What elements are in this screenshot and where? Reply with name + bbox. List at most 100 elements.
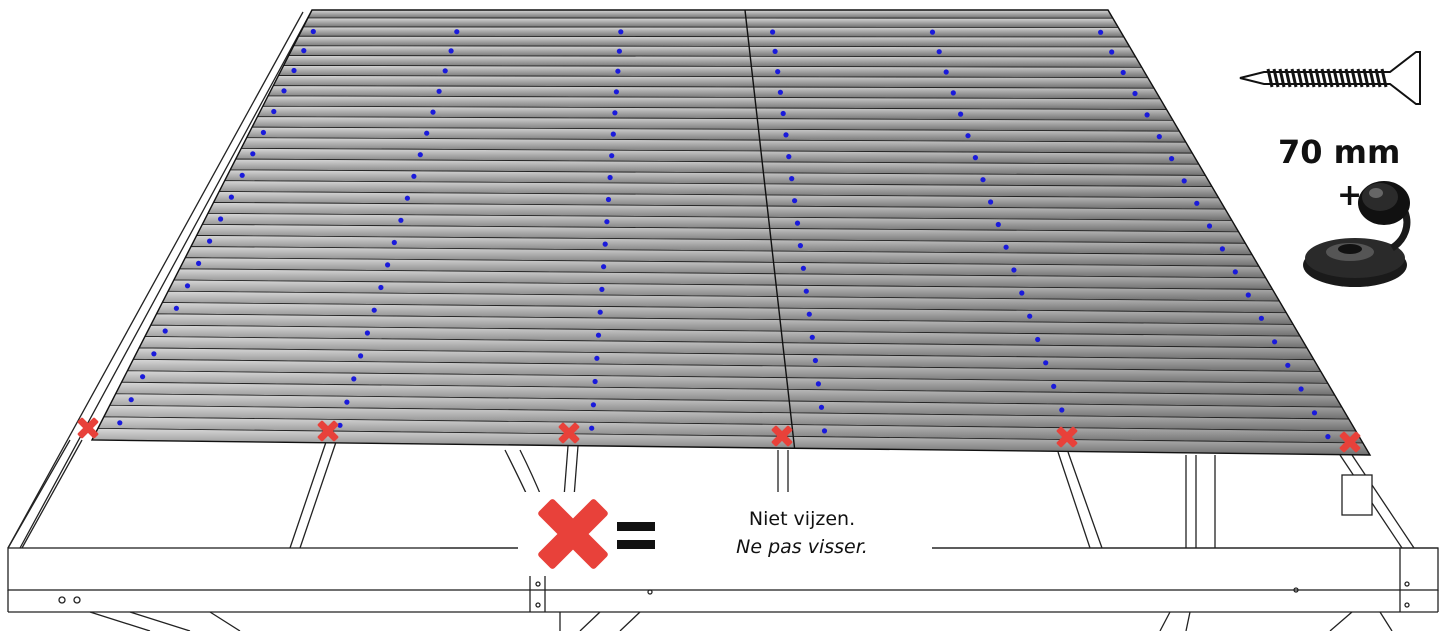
roof-outline bbox=[90, 9, 1372, 456]
screw-point bbox=[417, 152, 423, 158]
screw-point bbox=[965, 133, 971, 139]
screw-point bbox=[1298, 386, 1304, 392]
screw-point bbox=[344, 399, 350, 405]
screw-point bbox=[151, 351, 157, 357]
screw-point bbox=[1132, 90, 1138, 97]
screw-point bbox=[616, 48, 623, 54]
screw-point bbox=[789, 176, 795, 182]
screw-point bbox=[800, 265, 807, 271]
screw-point bbox=[1043, 360, 1049, 366]
screw-point bbox=[786, 154, 792, 160]
screw-point bbox=[812, 357, 819, 364]
screw-point bbox=[162, 328, 168, 334]
screw-point bbox=[794, 220, 801, 226]
screw-point bbox=[929, 29, 936, 35]
screw-point bbox=[590, 402, 597, 408]
screw-point bbox=[442, 68, 448, 74]
screw-point bbox=[371, 307, 377, 313]
screw-point bbox=[378, 284, 384, 291]
screw-point bbox=[780, 110, 786, 117]
equals-sign bbox=[617, 522, 655, 549]
screw-point bbox=[1027, 313, 1033, 319]
no-screw-marker bbox=[317, 420, 339, 442]
screw-point bbox=[972, 155, 979, 161]
screw-point bbox=[604, 219, 610, 225]
screw-thread bbox=[1350, 68, 1358, 88]
screw-point bbox=[411, 173, 417, 179]
screw-thread bbox=[1332, 68, 1340, 88]
screw-point bbox=[609, 153, 615, 159]
screw-point bbox=[770, 29, 776, 35]
screw-thread bbox=[1308, 68, 1316, 88]
screw-point bbox=[1285, 362, 1291, 368]
screw-point bbox=[385, 262, 391, 268]
screw-point bbox=[1120, 69, 1126, 76]
screw-point bbox=[454, 29, 460, 35]
no-screw-marker bbox=[771, 425, 793, 447]
screw-thread bbox=[1302, 68, 1310, 88]
sealing-washer-cap-icon bbox=[1303, 181, 1411, 287]
screw-point bbox=[594, 355, 600, 361]
roof-corrugation bbox=[307, 10, 1114, 19]
screw-thread bbox=[1278, 68, 1286, 88]
screw-point bbox=[424, 130, 430, 136]
screw-point bbox=[1258, 315, 1264, 321]
screw-thread bbox=[1356, 68, 1364, 88]
screw-point bbox=[592, 378, 598, 385]
screw-thread bbox=[1266, 68, 1274, 88]
corrugated-roof-sheets bbox=[92, 10, 1370, 455]
screw-point bbox=[775, 69, 781, 75]
screw-point bbox=[777, 89, 784, 95]
screw-thread bbox=[1284, 68, 1292, 88]
screw-point bbox=[207, 238, 213, 244]
screw-point bbox=[398, 217, 404, 223]
screw-point bbox=[391, 239, 397, 246]
screw-point bbox=[1169, 156, 1175, 162]
screw-thread bbox=[1272, 68, 1280, 88]
screw-point bbox=[430, 109, 436, 115]
screw-point bbox=[1311, 410, 1318, 416]
legend-line-fr: Ne pas visser. bbox=[736, 536, 868, 558]
screw-point bbox=[797, 243, 804, 249]
screw-thread bbox=[1296, 68, 1304, 88]
screw-point bbox=[1194, 200, 1200, 206]
screw-point bbox=[610, 131, 616, 137]
screw-point bbox=[140, 374, 146, 380]
screw-point bbox=[772, 48, 778, 55]
screw-point bbox=[618, 29, 624, 35]
screw-point bbox=[117, 420, 123, 426]
screw-point bbox=[1059, 407, 1065, 413]
screw-point bbox=[281, 88, 287, 94]
screw-point bbox=[1181, 178, 1187, 184]
screw-thread bbox=[1314, 68, 1322, 88]
screw-point bbox=[943, 69, 949, 75]
screw-point bbox=[358, 353, 364, 359]
screw-point bbox=[250, 151, 256, 157]
screw-point bbox=[597, 309, 603, 315]
screw-thread bbox=[1290, 68, 1298, 88]
no-screw-marker bbox=[77, 417, 99, 439]
screw-point bbox=[1019, 290, 1025, 296]
plus-sign: + bbox=[1337, 178, 1363, 213]
screw-point bbox=[605, 196, 612, 203]
screw-point bbox=[1011, 267, 1017, 273]
screw-point bbox=[936, 49, 942, 55]
screw-point bbox=[301, 48, 307, 54]
screw-point bbox=[783, 132, 789, 138]
screw-point bbox=[1206, 223, 1213, 229]
screw-points bbox=[117, 28, 1331, 440]
screw-point bbox=[792, 198, 798, 204]
screw-thread bbox=[1368, 68, 1376, 88]
screw-point bbox=[1098, 29, 1104, 35]
roof-corrugation bbox=[302, 17, 1120, 28]
screw-point bbox=[980, 177, 986, 183]
screw-point bbox=[1144, 112, 1150, 118]
screw-point bbox=[1156, 134, 1162, 140]
screw-point bbox=[599, 286, 605, 292]
screw-point bbox=[950, 90, 956, 96]
screw-point bbox=[615, 68, 621, 74]
screw-thread bbox=[1326, 68, 1334, 88]
roof-corrugation bbox=[293, 35, 1131, 48]
screw-point bbox=[351, 376, 357, 382]
